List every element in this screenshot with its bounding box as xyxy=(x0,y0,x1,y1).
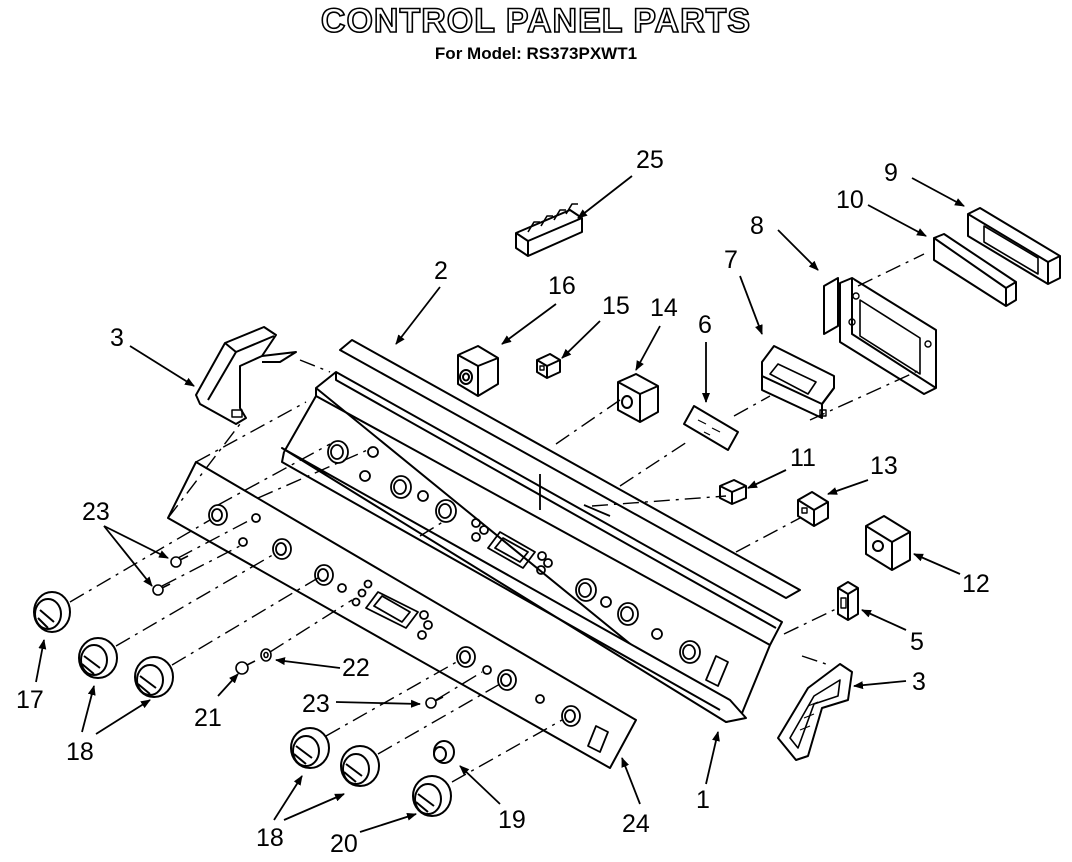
callout-15: 15 xyxy=(602,292,630,320)
callout-leaders xyxy=(35,175,965,833)
part-11-small-switch xyxy=(719,479,747,505)
callout-24: 24 xyxy=(622,810,650,838)
part-18-knob-right xyxy=(340,745,380,787)
part-1-control-panel-housing xyxy=(281,371,783,723)
part-3-left-end-cap xyxy=(195,326,297,425)
callout-11: 11 xyxy=(790,444,816,472)
assembly-lines xyxy=(69,253,925,783)
callout-5: 5 xyxy=(910,628,924,656)
part-14-switch xyxy=(617,373,659,423)
part-21-screw xyxy=(235,660,256,675)
part-24-control-overlay xyxy=(167,461,637,769)
callout-17: 17 xyxy=(16,686,44,714)
part-13-switch xyxy=(797,491,829,527)
callout-16: 16 xyxy=(548,272,576,300)
part-12-timer-module xyxy=(865,515,911,571)
callout-22: 22 xyxy=(342,654,370,682)
part-16-switch xyxy=(457,345,499,397)
part-25-terminal-block xyxy=(515,203,583,257)
part-18-knob-upper xyxy=(78,637,118,679)
callout-21: 21 xyxy=(194,704,222,732)
callout-18-left: 18 xyxy=(66,738,94,766)
callout-1: 1 xyxy=(696,786,710,814)
part-10-gasket xyxy=(933,233,1017,307)
callout-numbers: 25 2 16 15 14 6 7 8 10 9 3 11 13 12 5 3 … xyxy=(16,146,990,858)
part-20-knob xyxy=(412,775,452,817)
callout-18-bottom: 18 xyxy=(256,824,284,852)
callout-8: 8 xyxy=(750,212,764,240)
callout-2: 2 xyxy=(434,257,448,285)
callout-9: 9 xyxy=(884,159,898,187)
diagram-title: CONTROL PANEL PARTS xyxy=(320,1,752,41)
callout-23-left: 23 xyxy=(82,498,110,526)
callout-14: 14 xyxy=(650,294,678,322)
model-subtitle: For Model: RS373PXWT1 xyxy=(434,44,638,63)
callout-23-center: 23 xyxy=(302,690,330,718)
part-7-display-housing xyxy=(761,345,835,419)
part-19-knob-sleeve xyxy=(433,740,455,764)
callout-12: 12 xyxy=(962,570,990,598)
part-18-knob-middle xyxy=(134,656,174,698)
callout-3-right: 3 xyxy=(912,668,926,696)
part-9-display-panel xyxy=(967,207,1061,285)
part-18-knob-lower xyxy=(290,727,330,769)
part-22-washer xyxy=(260,648,272,662)
part-17-knob xyxy=(33,591,71,633)
callout-10: 10 xyxy=(836,186,864,214)
part-6-display-lens xyxy=(683,405,739,451)
part-5-rocker-switch xyxy=(837,581,859,621)
callout-13: 13 xyxy=(870,452,898,480)
callout-3-left: 3 xyxy=(110,324,124,352)
part-15-small-switch xyxy=(536,353,561,379)
callout-20: 20 xyxy=(330,830,358,858)
part-8-display-bracket xyxy=(823,277,937,395)
callout-6: 6 xyxy=(698,311,712,339)
callout-7: 7 xyxy=(724,246,738,274)
part-2-trim-strip xyxy=(339,339,801,599)
callout-19: 19 xyxy=(498,806,526,834)
part-23-screws xyxy=(152,555,444,709)
part-3-right-end-cap xyxy=(777,663,853,761)
callout-25: 25 xyxy=(636,146,664,174)
